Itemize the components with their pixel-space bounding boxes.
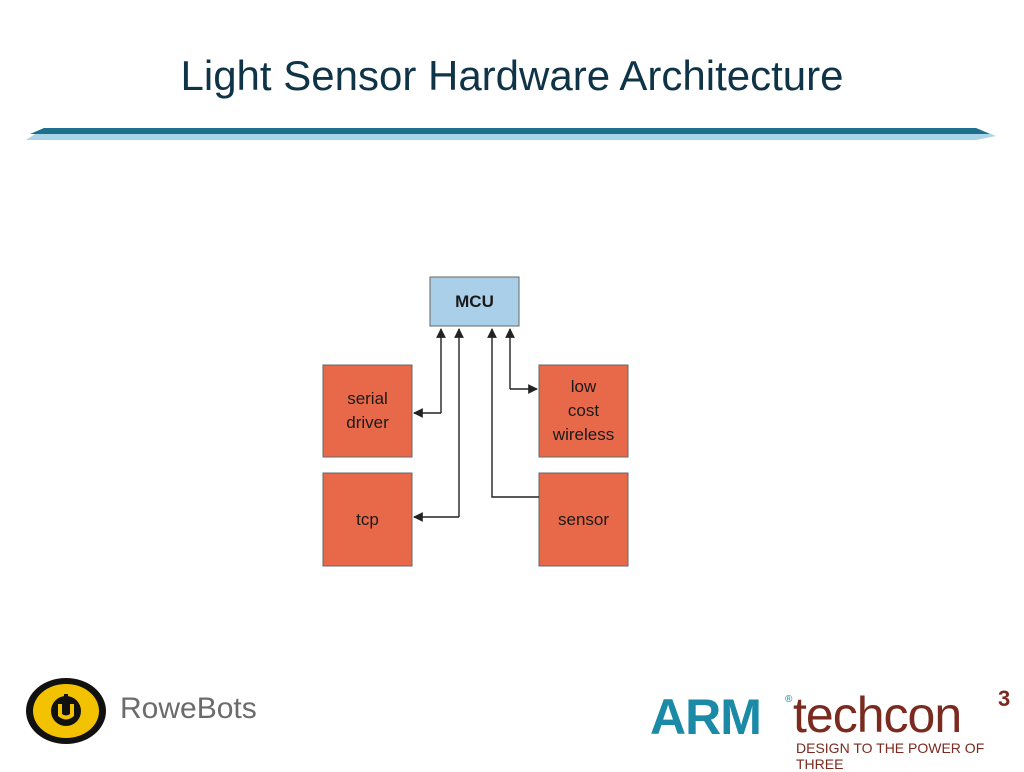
techcon-tagline: DESIGN TO THE POWER OF THREE: [796, 740, 985, 772]
tcp-label: tcp: [356, 509, 379, 529]
serial-driver-box: [322, 364, 413, 458]
low-cost-wireless-label: low cost wireless: [552, 377, 615, 444]
serial-driver-label: serial driver: [346, 389, 389, 432]
arm-wordmark: ARM: [650, 689, 762, 745]
title-rule: [26, 128, 996, 140]
low-cost-wireless-box: [538, 364, 629, 458]
page-title: Light Sensor Hardware Architecture: [180, 52, 844, 99]
sensor-label: sensor: [557, 509, 610, 529]
rowebots-logo-icon: [26, 678, 106, 744]
edge-sensor-mcu: [487, 328, 539, 498]
rowebots-wordmark: RoweBots: [120, 692, 257, 725]
registered-mark: ®: [785, 694, 793, 705]
techcon-wordmark: techcon: [793, 687, 962, 743]
mcu-label: MCU: [455, 291, 494, 311]
tcp-box: [322, 472, 413, 567]
techcon-superscript: 3: [998, 686, 1011, 711]
sensor-box: [538, 472, 629, 567]
mcu-box: [429, 276, 520, 327]
